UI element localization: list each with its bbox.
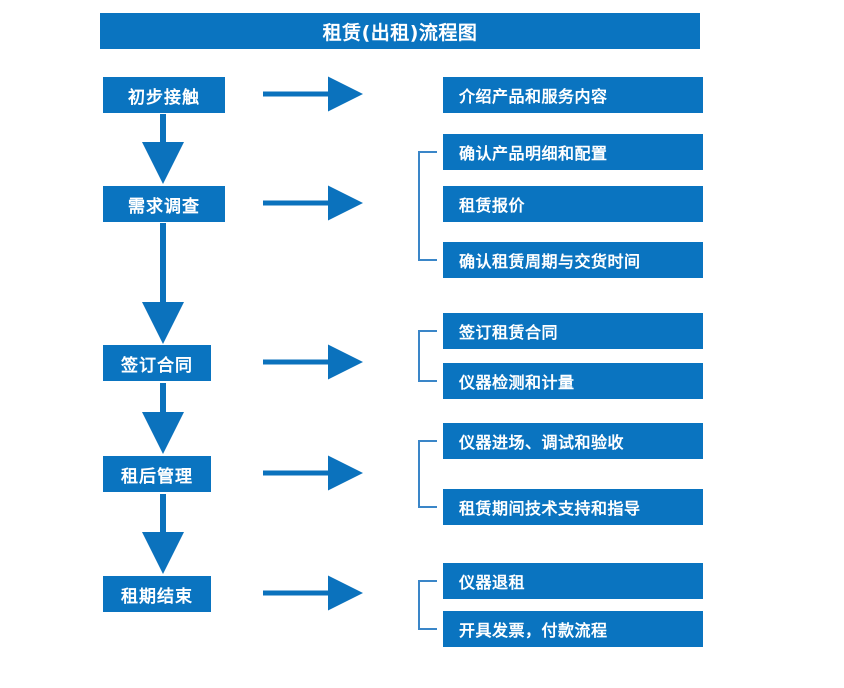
brace-bracket-icon xyxy=(418,151,437,261)
detail-box-item[interactable]: 签订租赁合同 xyxy=(443,313,703,349)
detail-box-item[interactable]: 租赁期间技术支持和指导 xyxy=(443,489,703,525)
brace-bracket-icon xyxy=(418,440,437,508)
detail-box-item[interactable]: 租赁报价 xyxy=(443,186,703,222)
detail-box-item[interactable]: 确认租赁周期与交货时间 xyxy=(443,242,703,278)
stage-box-xuqiudiaocha[interactable]: 需求调查 xyxy=(103,186,225,222)
stage-box-chubujiechu[interactable]: 初步接触 xyxy=(103,77,225,113)
stage-box-qiandinghetong[interactable]: 签订合同 xyxy=(103,345,211,381)
stage-box-zuhouguanli[interactable]: 租后管理 xyxy=(103,456,211,492)
detail-box-item[interactable]: 介绍产品和服务内容 xyxy=(443,77,703,113)
stage-box-zuqijieshu[interactable]: 租期结束 xyxy=(103,576,211,612)
brace-bracket-icon xyxy=(418,330,437,382)
detail-box-item[interactable]: 开具发票，付款流程 xyxy=(443,611,703,647)
brace-bracket-icon xyxy=(418,580,437,630)
detail-box-item[interactable]: 确认产品明细和配置 xyxy=(443,134,703,170)
detail-box-item[interactable]: 仪器退租 xyxy=(443,563,703,599)
detail-box-item[interactable]: 仪器进场、调试和验收 xyxy=(443,423,703,459)
detail-box-item[interactable]: 仪器检测和计量 xyxy=(443,363,703,399)
flowchart-title: 租赁(出租)流程图 xyxy=(100,13,700,49)
